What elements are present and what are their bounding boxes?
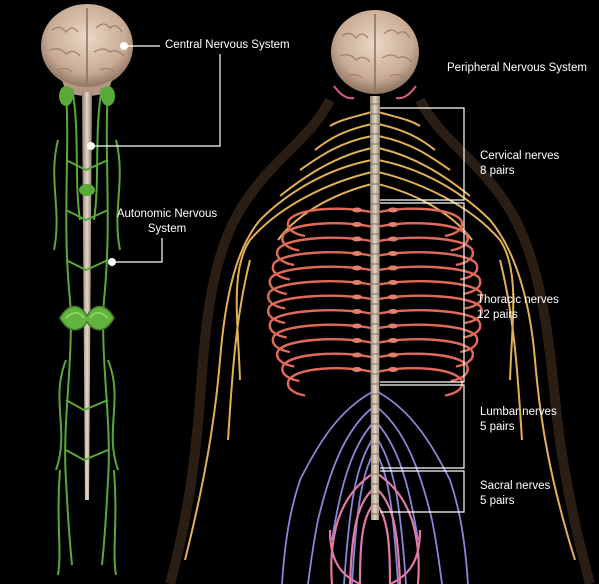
thoracic-nerve: [268, 265, 372, 296]
label-lumbar-nerves: Lumbar nerves 5 pairs: [480, 405, 557, 435]
callout-ans: [112, 238, 163, 263]
right-spinal-cord: [370, 96, 380, 520]
nerve-ganglion: [388, 251, 398, 256]
lumbar-nerves: [281, 391, 469, 584]
thoracic-nerve: [271, 251, 372, 281]
label-thoracic-count: 12 pairs: [477, 309, 518, 321]
thoracic-nerve: [286, 367, 372, 397]
thoracic-nerve: [378, 207, 464, 238]
cervical-nerves: [184, 111, 576, 561]
right-brain: [331, 10, 419, 100]
nerve-ganglion: [352, 294, 362, 300]
nerve-ganglion: [352, 367, 362, 372]
thoracic-nerve: [378, 236, 474, 267]
nerve-ganglion: [388, 236, 398, 242]
thoracic-nerve: [378, 367, 464, 397]
nerve-ganglion: [388, 222, 398, 227]
bracket-thoracic: [380, 202, 465, 383]
label-cervical-count: 8 pairs: [480, 165, 515, 177]
sacral-nerves: [328, 473, 422, 584]
thoracic-nerve: [378, 251, 479, 281]
nerve-ganglion: [388, 294, 398, 300]
nerve-ganglion: [388, 352, 398, 358]
nerve-ganglion: [352, 265, 362, 271]
nerve-ganglion: [388, 280, 398, 285]
callout-cns-cord: [92, 54, 221, 147]
callout-lines: [92, 45, 465, 513]
nerve-ganglion: [352, 207, 362, 213]
callout-dots: [87, 42, 128, 266]
label-central-nervous-system: Central Nervous System: [165, 39, 290, 51]
left-brain: [41, 4, 133, 96]
nerve-ganglion: [388, 338, 398, 343]
nerve-ganglion: [388, 309, 398, 314]
label-thoracic-nerves: Thoracic nerves 12 pairs: [477, 293, 559, 323]
label-cervical-name: Cervical nerves: [480, 150, 560, 162]
label-lumbar-count: 5 pairs: [480, 421, 515, 433]
label-peripheral-nervous-system: Peripheral Nervous System: [447, 62, 587, 74]
label-ans-line2: System: [147, 223, 187, 235]
body-silhouette: [165, 97, 595, 584]
thoracic-nerves: [267, 207, 483, 397]
nerve-ganglion: [352, 338, 362, 343]
thoracic-nerve: [378, 265, 482, 296]
label-sacral-count: 5 pairs: [480, 495, 515, 507]
nerve-ganglion: [352, 323, 362, 329]
bracket-cervical: [380, 107, 465, 201]
nerve-ganglion: [388, 207, 398, 213]
thoracic-nerve: [276, 236, 372, 267]
left-spinal-cord: [82, 92, 92, 500]
thoracic-nerve: [286, 207, 372, 238]
nerve-ganglion: [388, 323, 398, 329]
bracket-lumbar: [380, 384, 465, 469]
thoracic-nerve: [378, 222, 469, 252]
label-ans-line1: Autonomic Nervous: [116, 208, 218, 220]
label-lumbar-name: Lumbar nerves: [480, 406, 557, 418]
nerve-ganglion: [352, 309, 362, 314]
nerve-ganglion: [352, 236, 362, 242]
nerve-ganglion: [352, 251, 362, 256]
nerve-ganglion: [388, 367, 398, 372]
label-cervical-nerves: Cervical nerves 8 pairs: [480, 149, 559, 179]
nerve-ganglion: [388, 265, 398, 271]
solar-plexus: [59, 305, 115, 331]
label-autonomic-nervous-system: Autonomic Nervous System: [112, 207, 222, 237]
label-sacral-nerves: Sacral nerves 5 pairs: [480, 479, 550, 509]
nerve-ganglion: [352, 280, 362, 285]
label-thoracic-name: Thoracic nerves: [477, 294, 559, 306]
nerve-ganglion: [352, 352, 362, 358]
nerve-ganglion: [352, 222, 362, 227]
autonomic-chain: [53, 86, 121, 576]
thoracic-nerve: [267, 280, 372, 310]
thoracic-nerve: [378, 280, 483, 310]
bracket-sacral: [380, 470, 465, 513]
thoracic-nerve: [281, 222, 372, 252]
label-sacral-name: Sacral nerves: [480, 480, 551, 492]
